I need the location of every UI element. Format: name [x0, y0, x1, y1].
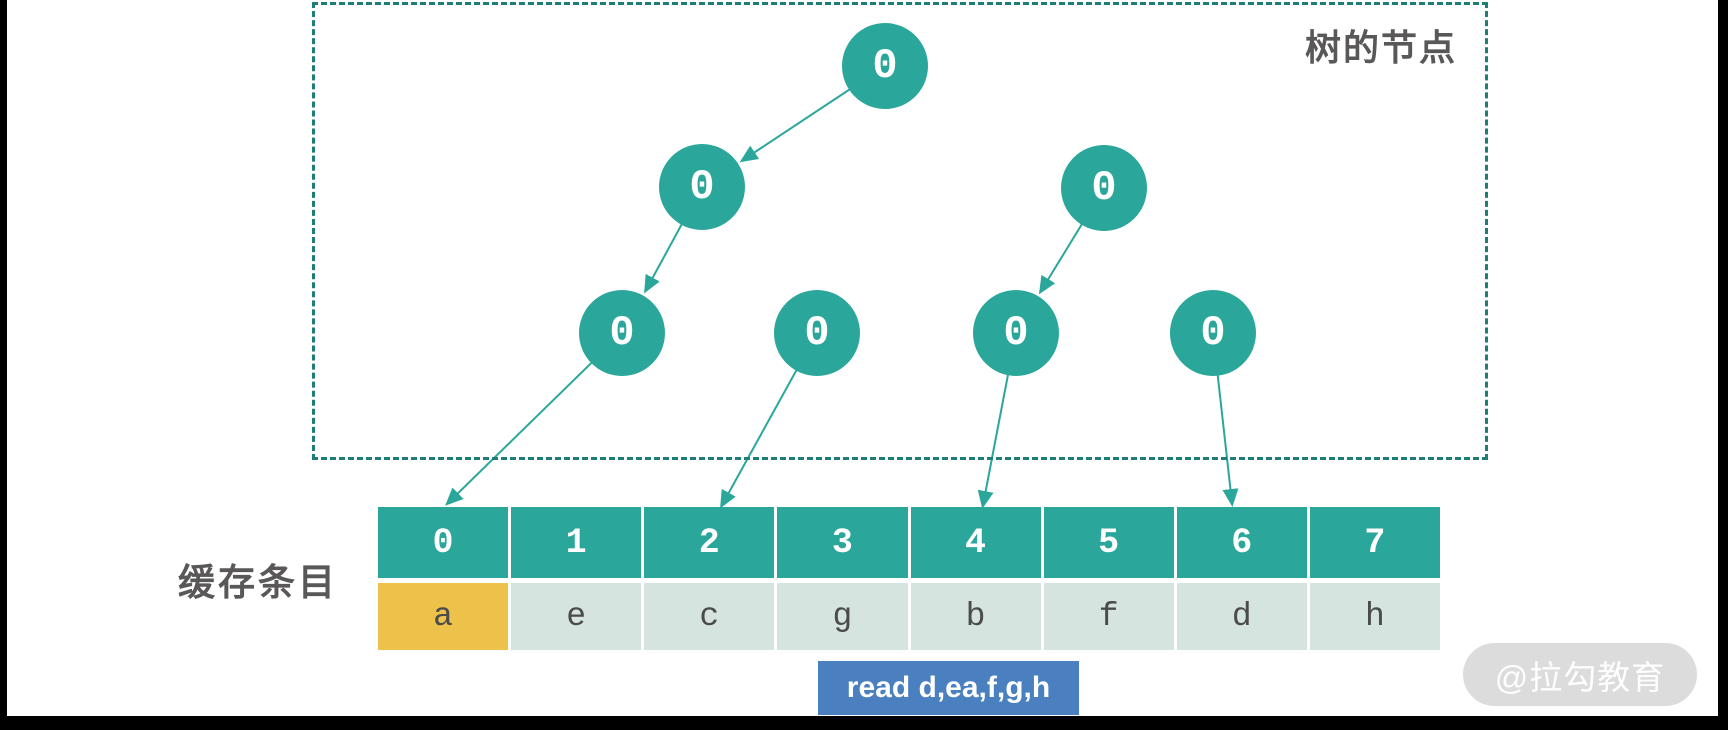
tree-node: 0: [1170, 290, 1256, 376]
cache-index-cell: 2: [644, 507, 775, 578]
cache-entry-cell: h: [1309, 583, 1440, 650]
tree-node: 0: [774, 290, 860, 376]
cache-index-cell: 5: [1043, 507, 1174, 578]
cache-entry-cell: d: [1176, 583, 1307, 650]
cache-entry-cell: e: [511, 583, 642, 650]
cache-entry-cell: g: [777, 583, 908, 650]
cache-entry-cell: f: [1043, 583, 1174, 650]
cache-index-cell: 4: [910, 507, 1041, 578]
letterbox-bar-left: [0, 0, 7, 730]
cache-entry-cell-highlighted: a: [378, 583, 509, 650]
cache-index-cell: 0: [378, 507, 509, 578]
letterbox-bar-right: [1718, 0, 1728, 730]
cache-entries-label: 缓存条目: [178, 562, 338, 603]
tree-node: 0: [579, 290, 665, 376]
cache-entry-cell: c: [644, 583, 775, 650]
tree-node: 0: [659, 144, 745, 230]
watermark-badge: @拉勾教育: [1463, 643, 1697, 706]
tree-node: 0: [1061, 145, 1147, 231]
cache-index-cell: 6: [1176, 507, 1307, 578]
letterbox-bar-bottom: [0, 716, 1728, 730]
cache-index-cell: 7: [1309, 507, 1440, 578]
tree-nodes-dashed-box: 树的节点: [312, 2, 1488, 460]
cache-index-cell: 3: [777, 507, 908, 578]
cache-entry-cell: b: [910, 583, 1041, 650]
read-sequence-badge: read d,ea,f,g,h: [818, 661, 1079, 715]
tree-node: 0: [973, 290, 1059, 376]
cache-index-cell: 1: [511, 507, 642, 578]
tree-node: 0: [842, 23, 928, 109]
tree-box-label: 树的节点: [1304, 27, 1457, 68]
